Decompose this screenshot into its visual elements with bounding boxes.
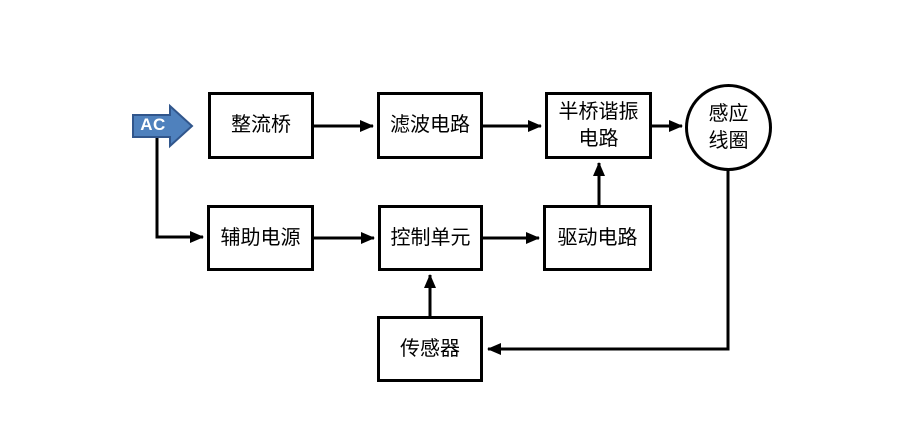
- node-auxiliary-power: 辅助电源: [207, 205, 314, 271]
- node-rectifier-bridge-label: 整流桥: [231, 114, 291, 137]
- ac-arrow-icon: [132, 103, 194, 149]
- node-half-bridge-resonant-circuit: 半桥谐振 电路: [545, 92, 652, 159]
- node-auxiliary-power-label: 辅助电源: [220, 226, 301, 249]
- node-filter-circuit: 滤波电路: [377, 92, 483, 159]
- node-filter-circuit-label: 滤波电路: [390, 114, 470, 137]
- node-control-unit: 控制单元: [378, 205, 483, 271]
- connector-ac-to-auxpower: [155, 130, 204, 243]
- node-half-bridge-resonant-circuit-label: 半桥谐振 电路: [558, 101, 639, 150]
- node-drive-circuit: 驱动电路: [543, 205, 652, 271]
- ac-source-label: AC: [140, 115, 166, 134]
- node-sensor: 传感器: [377, 316, 483, 382]
- node-sensor-label: 传感器: [400, 337, 460, 360]
- node-induction-coil: 感应 线圈: [685, 84, 772, 171]
- node-control-unit-label: 控制单元: [390, 226, 471, 249]
- node-induction-coil-label: 感应 线圈: [708, 103, 749, 152]
- connector-coil-to-sensor: [487, 169, 730, 355]
- node-rectifier-bridge: 整流桥: [208, 92, 314, 159]
- node-drive-circuit-label: 驱动电路: [557, 226, 638, 249]
